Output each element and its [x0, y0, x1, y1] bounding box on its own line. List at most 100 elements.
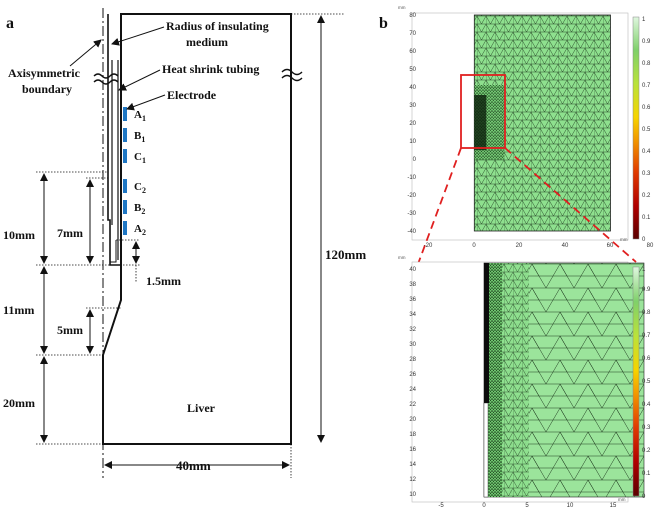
zoom-highlight-box	[460, 74, 506, 149]
top-cbar-tick: 0.7	[642, 83, 651, 89]
bottom-y-tick: 36	[409, 297, 416, 303]
zoom-connector-left	[417, 147, 462, 265]
bottom-y-tick: 32	[409, 327, 416, 333]
top-cbar-tick: 0.8	[642, 61, 651, 67]
axisym-label: Axisymmetric	[8, 66, 81, 80]
bottom-cbar-tick: 0.5	[642, 379, 651, 385]
bottom-x-tick: 15	[610, 503, 617, 509]
top-cbar-tick: 0.1	[642, 215, 651, 221]
top-x-tick: 40	[562, 243, 569, 249]
bottom-cbar-tick: 0.7	[642, 333, 651, 339]
axisym-label-line2: boundary	[22, 82, 72, 96]
panel-b: b -20 0 20 40 60 80 mm mm -40 -30	[379, 5, 654, 509]
top-y-tick: 20	[409, 121, 416, 127]
tubing-label: Heat shrink tubing	[162, 62, 259, 76]
bottom-y-tick: 14	[409, 462, 416, 468]
top-y-tick: -10	[407, 175, 416, 181]
bottom-y-tick: 38	[409, 282, 416, 288]
top-y-unit: mm	[398, 5, 406, 10]
electrode-c1	[123, 149, 127, 163]
axisym-arrow	[69, 39, 102, 67]
bottom-x-tick: -5	[438, 503, 444, 509]
electrode-label-b2: B2	[134, 202, 145, 216]
panel-b-letter: b	[379, 15, 388, 32]
zoom-connector-right	[504, 147, 637, 263]
bottom-colorbar-ticks: 0 0.1 0.2 0.3 0.4 0.5 0.6 0.7 0.8 0.9 1	[642, 267, 651, 500]
top-x-tick: 0	[472, 243, 476, 249]
electrode-label-b1: B1	[134, 130, 145, 144]
probe-outline	[107, 14, 121, 266]
bottom-y-tick: 26	[409, 372, 416, 378]
domain-outline	[102, 13, 292, 445]
electrodes	[123, 107, 127, 235]
electrode-b2	[123, 200, 127, 214]
bottom-y-tick: 16	[409, 447, 416, 453]
bottom-cbar-tick: 0.8	[642, 310, 651, 316]
bottom-y-unit: mm	[398, 255, 406, 260]
bottom-y-tick: 12	[409, 477, 416, 483]
electrode-label-c2: C2	[134, 181, 146, 195]
panel-a-letter: a	[6, 15, 14, 32]
top-cbar-tick: 0	[642, 237, 646, 243]
bottom-cbar-tick: 0.4	[642, 402, 651, 408]
dim-10-label: 10mm	[3, 228, 35, 242]
bottom-x-tick: 0	[482, 503, 486, 509]
bottom-colorbar	[632, 266, 640, 497]
dim-120-label: 120mm	[325, 247, 366, 262]
bottom-y-tick: 28	[409, 357, 416, 363]
bottom-y-tick: 34	[409, 312, 416, 318]
bottom-y-tick: 30	[409, 342, 416, 348]
probe-tip	[109, 225, 117, 263]
bottom-y-tick: 40	[409, 267, 416, 273]
top-colorbar-ticks: 0 0.1 0.2 0.3 0.4 0.5 0.6 0.7 0.8 0.9 1	[642, 17, 651, 243]
top-x-tick: 60	[607, 243, 614, 249]
radius-arrow	[111, 26, 165, 46]
top-cbar-tick: 0.3	[642, 171, 651, 177]
electrode-b1	[123, 128, 127, 142]
top-mesh-probe-zone	[474, 95, 487, 150]
bottom-x-ticks: -5 0 5 10 15	[438, 503, 617, 509]
top-y-tick: 60	[409, 49, 416, 55]
electrode-label-a1: A1	[134, 109, 146, 123]
bottom-cbar-tick: 0.3	[642, 425, 651, 431]
top-y-tick: -40	[407, 229, 416, 235]
electrode-label-a2: A2	[134, 223, 146, 237]
top-y-ticks: -40 -30 -20 -10 0 10 20 30 40 50 60 70 8…	[407, 13, 416, 235]
bottom-probe-gap	[483, 402, 489, 498]
dim-40-label: 40mm	[176, 458, 211, 473]
top-x-unit: mm	[620, 237, 628, 242]
electrode-label: Electrode	[167, 88, 217, 102]
bottom-x-tick: 10	[567, 503, 574, 509]
top-cbar-tick: 0.4	[642, 149, 651, 155]
electrode-c2	[123, 179, 127, 193]
bottom-cbar-tick: 0.6	[642, 356, 651, 362]
bottom-cbar-tick: 0	[642, 494, 646, 500]
top-y-tick: 40	[409, 85, 416, 91]
radius-label-line2: medium	[186, 35, 228, 49]
top-x-tick: -20	[424, 243, 433, 249]
top-colorbar	[632, 16, 640, 240]
bottom-x-unit: mm	[618, 497, 626, 502]
top-cbar-tick: 0.9	[642, 39, 651, 45]
panel-a: a A1 B1 C1 C2 B2 A2 Rad	[3, 8, 366, 478]
bottom-cbar-tick: 0.2	[642, 448, 651, 454]
top-y-tick: 50	[409, 67, 416, 73]
bottom-mesh-plot: -5 0 5 10 15 mm mm 10 12 14 16 18 20 22 …	[398, 255, 651, 509]
top-y-tick: -30	[407, 211, 416, 217]
break-mark-right	[281, 68, 303, 82]
dim-11-label: 11mm	[3, 303, 34, 317]
bottom-y-tick: 20	[409, 417, 416, 423]
top-x-ticks: -20 0 20 40 60 80	[424, 243, 654, 249]
electrode-labels: A1 B1 C1 C2 B2 A2	[134, 109, 146, 237]
bottom-y-ticks: 10 12 14 16 18 20 22 24 26 28 30 32 34 3…	[409, 267, 416, 498]
bottom-y-tick: 10	[409, 492, 416, 498]
bottom-x-tick: 5	[525, 503, 529, 509]
bottom-cbar-tick: 1	[642, 267, 646, 273]
top-mesh-plot: -20 0 20 40 60 80 mm mm -40 -30 -20 -10 …	[398, 5, 654, 249]
top-cbar-tick: 1	[642, 17, 646, 23]
top-y-tick: 30	[409, 103, 416, 109]
dim-15-label: 1.5mm	[146, 274, 181, 288]
electrode-arrow	[126, 94, 166, 111]
liver-label: Liver	[187, 401, 216, 415]
